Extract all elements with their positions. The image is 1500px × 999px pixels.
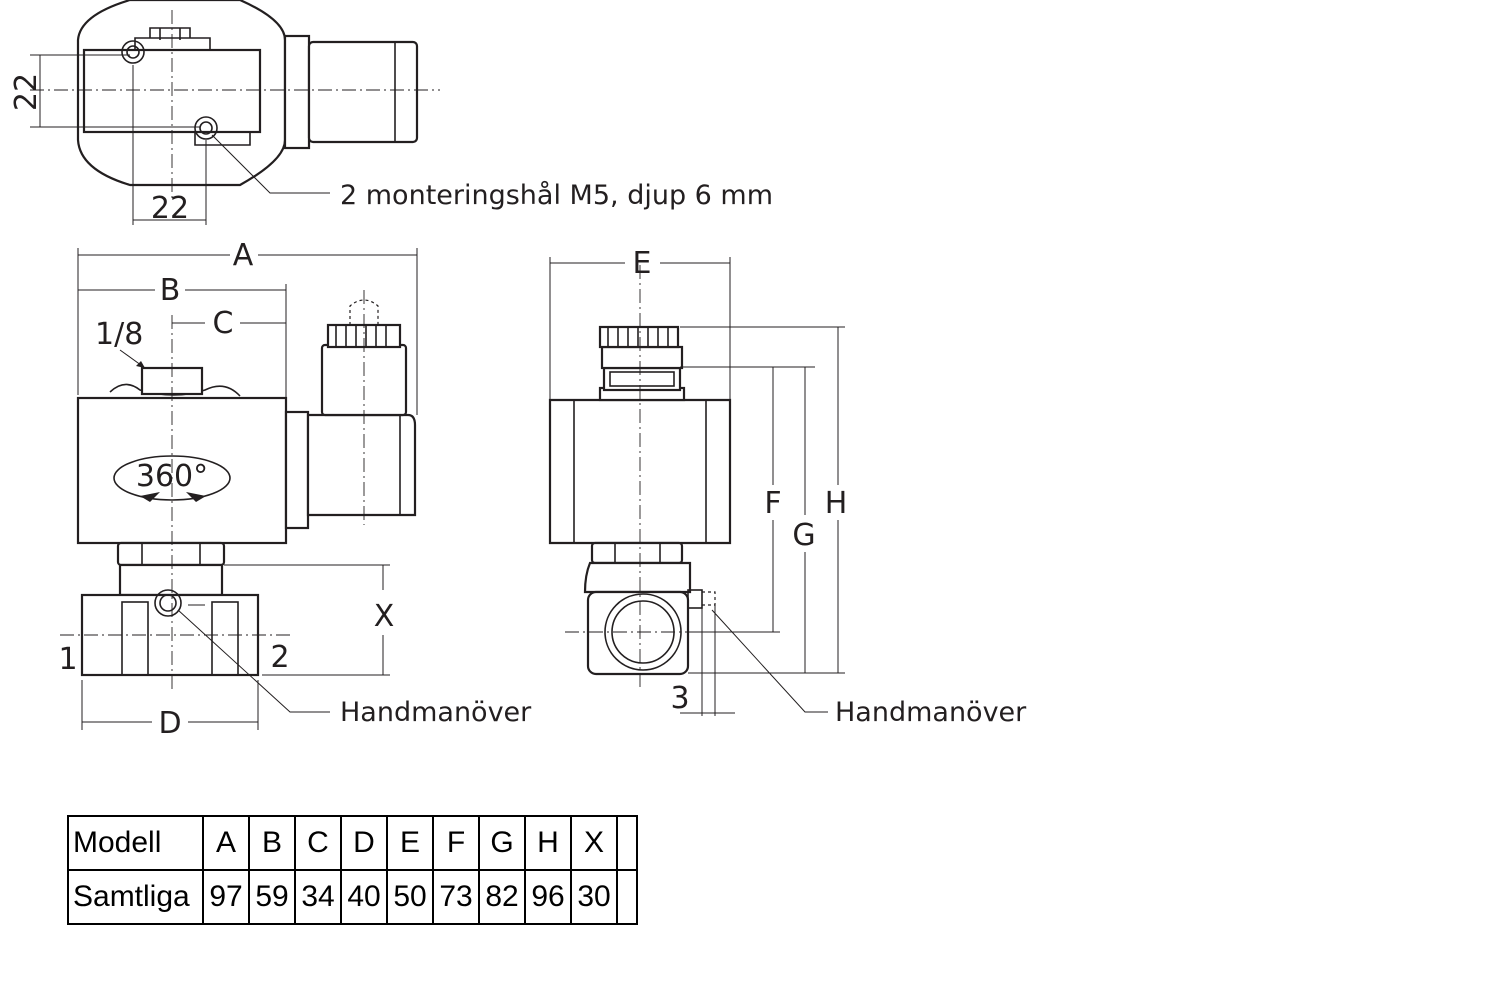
dim-a-label: A [233,238,254,273]
table-header-cell: A [202,815,250,871]
dim-x-label: X [374,599,395,634]
table-cell: 82 [478,869,526,925]
table-cell: 73 [432,869,480,925]
table-cell: 59 [248,869,296,925]
mounting-holes-note: 2 monteringshål M5, djup 6 mm [340,180,773,211]
dim-b-label: B [160,273,181,308]
table-header-cell [616,815,638,871]
side-view: E F G H 3 Handmanöver [548,246,1027,728]
table-header-cell: H [524,815,572,871]
table-cell [616,869,638,925]
rotation-label: 360° [136,459,208,494]
top-dim-vertical: 22 [9,73,44,111]
table-cell: 30 [570,869,618,925]
table-row: Samtliga 97 59 34 40 50 73 82 96 30 [67,869,638,925]
port-3-label: 3 [670,681,689,716]
table-cell: 50 [386,869,434,925]
top-view: 22 22 2 monteringshål M5, djup 6 mm [9,0,773,226]
technical-drawing: 22 22 2 monteringshål M5, djup 6 mm [9,0,1027,741]
dim-f-label: F [764,486,781,521]
table-cell: 40 [340,869,388,925]
port-in-label: 1 [58,642,77,677]
dimension-table: Modell A B C D E F G H X Samtliga 97 59 … [67,815,638,925]
table-cell: 96 [524,869,572,925]
dim-h-label: H [825,486,848,521]
table-header-cell: B [248,815,296,871]
dim-c-label: C [213,306,234,341]
side-manual-override-label: Handmanöver [835,697,1027,728]
table-header-cell: G [478,815,526,871]
table-header-cell: E [386,815,434,871]
table-cell: 34 [294,869,342,925]
port-size-label: 1/8 [95,317,143,352]
table-header-cell: X [570,815,618,871]
front-manual-override-label: Handmanöver [340,697,532,728]
dim-d-label: D [158,706,181,741]
table-cell: Samtliga [67,869,204,925]
dim-g-label: G [792,518,815,553]
top-dim-horizontal: 22 [151,191,189,226]
port-out-label: 2 [270,640,289,675]
table-header-cell: F [432,815,480,871]
table-header-cell: C [294,815,342,871]
table-header-row: Modell A B C D E F G H X [67,815,638,871]
table-header-cell: Modell [67,815,204,871]
dim-e-label: E [633,246,652,281]
front-view: A B C 1/8 360° X 1 2 D Handmanöver [58,238,532,741]
table-header-cell: D [340,815,388,871]
table-cell: 97 [202,869,250,925]
